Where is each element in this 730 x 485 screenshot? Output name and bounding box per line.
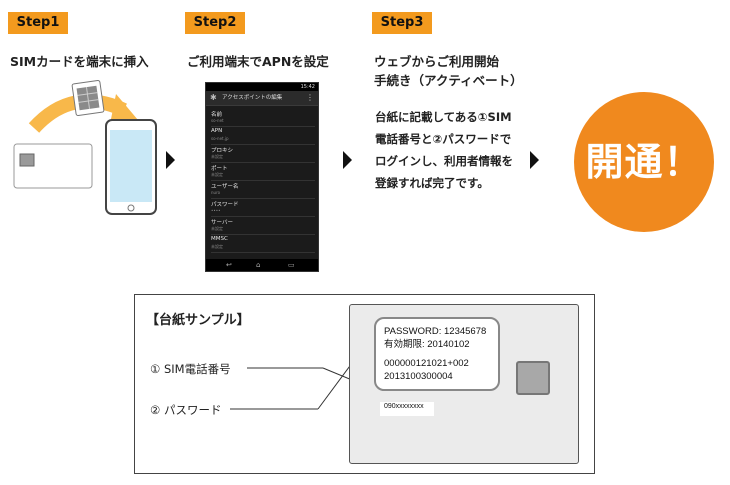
back-icon: ↩ <box>226 261 232 269</box>
arrow-step3-to-complete <box>530 151 539 169</box>
step2-title: ご利用端末でAPNを設定 <box>187 54 329 69</box>
apn-row-server: サーバー未設定 <box>211 217 315 235</box>
arrow-step2-to-step3 <box>343 151 352 169</box>
home-icon: ⌂ <box>256 261 261 269</box>
step3-desc-line1: 台紙に記載してある①SIM <box>375 110 512 124</box>
code-line-2: 2013100300004 <box>384 371 453 382</box>
arrow-step1-to-step2 <box>166 151 175 169</box>
step1-badge: Step1 <box>8 12 68 34</box>
apn-row-password: パスワード•••• <box>211 199 315 217</box>
password-info: PASSWORD: 12345678 有効期限: 20140102 000000… <box>384 325 486 383</box>
code-line-1: 000000121021+002 <box>384 358 469 369</box>
step3-desc-line4: 登録すれば完了です。 <box>375 176 489 190</box>
overflow-menu-icon: ⋮ <box>306 93 314 102</box>
sim-insert-illustration <box>13 79 157 215</box>
label-sim-phone-number: ① SIM電話番号 <box>150 362 231 376</box>
step3-badge: Step3 <box>372 12 432 34</box>
sim-card-small-chip <box>19 153 35 167</box>
apn-row-port: ポート未設定 <box>211 163 315 181</box>
status-bar: 15:42 <box>206 83 318 91</box>
recent-apps-icon: ▭ <box>288 261 295 269</box>
android-nav-bar: ↩ ⌂ ▭ <box>206 259 318 271</box>
password-panel: PASSWORD: 12345678 有効期限: 20140102 000000… <box>374 317 500 391</box>
password-line: PASSWORD: 12345678 <box>384 326 487 337</box>
step3-desc-line3: ログインし、利用者情報を <box>375 154 513 168</box>
mount-sample-box: 【台紙サンプル】 ① SIM電話番号 ② パスワード PASSWORD: 123… <box>134 294 595 474</box>
step3-title-line1: ウェブからご利用開始 <box>374 54 500 69</box>
sim-chip <box>516 361 550 395</box>
activation-complete-badge: 開通！ <box>574 92 714 232</box>
phone-number: 090xxxxxxxx <box>384 403 424 410</box>
label-password: ② パスワード <box>150 403 222 417</box>
step3-desc-line2: 電話番号と②パスワードで <box>375 132 512 146</box>
app-bar: ✱ アクセスポイントの編集 ⋮ <box>206 91 318 106</box>
insert-arrow-head <box>110 94 138 124</box>
smartphone-home-button <box>127 204 135 212</box>
sample-title: 【台紙サンプル】 <box>146 313 250 328</box>
apn-row-proxy: プロキシ未設定 <box>211 145 315 163</box>
step1-title: SIMカードを端末に挿入 <box>10 54 149 69</box>
sim-mount-card: PASSWORD: 12345678 有効期限: 20140102 000000… <box>349 304 579 464</box>
activation-complete-text: 開通！ <box>585 140 703 184</box>
step2-badge: Step2 <box>185 12 245 34</box>
phone-number-label: 090xxxxxxxx <box>380 402 434 416</box>
sim-chip-icon <box>71 79 105 117</box>
apn-edit-title: アクセスポイントの編集 <box>222 95 283 101</box>
gear-icon: ✱ <box>210 93 217 102</box>
clock: 15:42 <box>300 84 315 90</box>
step3-title-line2: 手続き（アクティベート） <box>374 73 523 88</box>
expiry-line: 有効期限: 20140102 <box>384 339 470 350</box>
smartphone-screen <box>110 130 152 202</box>
